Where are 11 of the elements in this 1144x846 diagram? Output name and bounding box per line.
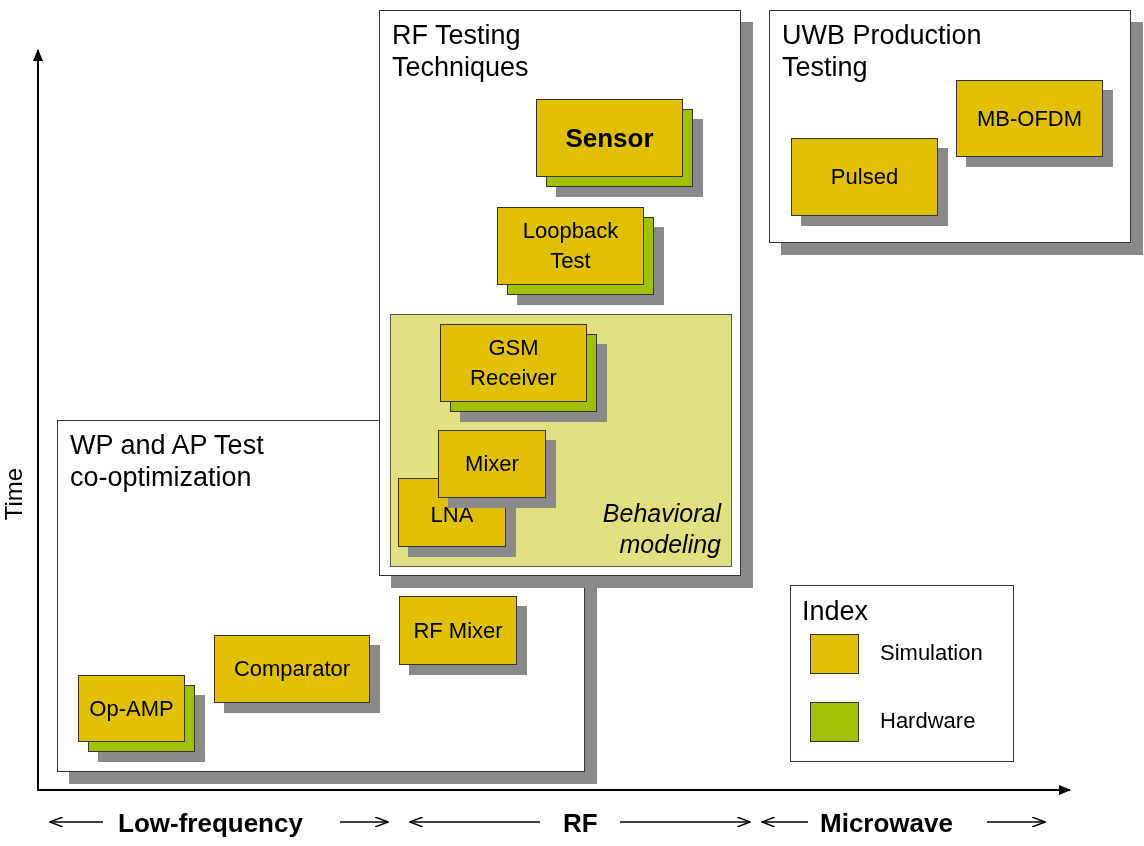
axis-label: Time (0, 467, 29, 521)
axis-label: Microwave (820, 808, 953, 839)
group-title: WP and AP Test co-optimization (70, 429, 265, 493)
legend-label: Simulation (880, 640, 983, 666)
group-title: RF Testing Techniques (392, 19, 530, 83)
axis-label: RF (563, 808, 598, 839)
legend-label: Hardware (880, 708, 976, 734)
group-title: UWB Production Testing (782, 19, 983, 83)
legend-title: Index (802, 596, 869, 627)
region-label: Behavioral modeling (601, 498, 721, 560)
axis-label: Low-frequency (118, 808, 303, 839)
